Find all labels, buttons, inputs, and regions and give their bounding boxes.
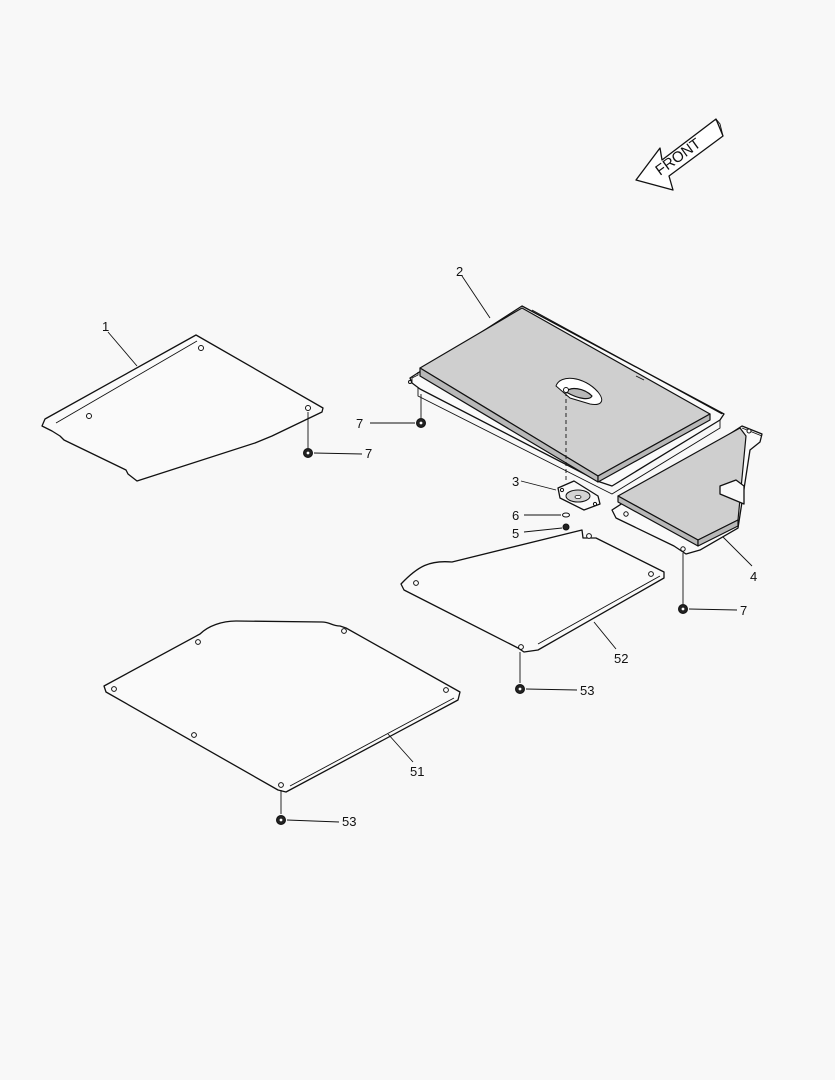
fastener-7-right xyxy=(678,604,688,614)
front-arrow-icon: FRONT xyxy=(635,118,724,191)
fastener-7-left xyxy=(303,448,313,458)
fastener-53-bottom xyxy=(276,815,286,825)
screw-part-5 xyxy=(562,523,570,531)
washer-part-6 xyxy=(562,512,570,518)
callout-51: 51 xyxy=(410,764,424,779)
fastener-7-mid xyxy=(416,418,426,428)
callout-2: 2 xyxy=(456,264,463,279)
lower-plate-part-52 xyxy=(400,529,665,653)
grommet-part-3 xyxy=(557,480,601,511)
cover-plate-part-1 xyxy=(41,334,324,482)
callout-4: 4 xyxy=(750,569,757,584)
callout-52: 52 xyxy=(614,651,628,666)
fastener-53-middle xyxy=(515,684,525,694)
callout-7-mid: 7 xyxy=(356,416,363,431)
lower-plate-part-51 xyxy=(103,620,461,793)
floor-panel-part-2 xyxy=(408,305,725,495)
callout-6: 6 xyxy=(512,508,519,523)
callout-1: 1 xyxy=(102,319,109,334)
callout-53-middle: 53 xyxy=(580,683,594,698)
callout-5: 5 xyxy=(512,526,519,541)
callout-3: 3 xyxy=(512,474,519,489)
callout-7-left: 7 xyxy=(365,446,372,461)
tunnel-cover-part-4 xyxy=(611,425,763,555)
callout-53-bottom: 53 xyxy=(342,814,356,829)
callout-7-right: 7 xyxy=(740,603,747,618)
